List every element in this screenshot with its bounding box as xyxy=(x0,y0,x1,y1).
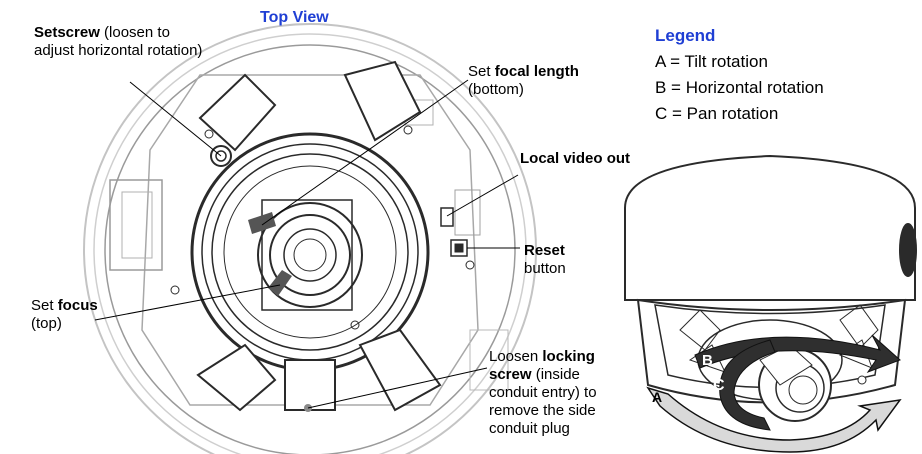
video-label-bold: Local video out xyxy=(520,150,631,167)
top-view-title: Top View xyxy=(260,9,329,26)
focus-label: Set focus(top) xyxy=(31,297,121,333)
top-view-drawing xyxy=(83,23,537,454)
focal-length-label: Set focal length (bottom) xyxy=(468,63,618,99)
locking-label-pre: Loosen xyxy=(489,348,543,365)
locking-label-post: (inside conduit entry) to remove the sid… xyxy=(489,366,597,437)
focus-label-pre: Set xyxy=(31,297,58,314)
arrow-label-c: C xyxy=(713,377,725,394)
leader-lines xyxy=(94,79,520,409)
setscrew-label: Setscrew (loosen to adjust horizontal ro… xyxy=(34,24,214,60)
focus-ring-band xyxy=(268,270,292,296)
tilt-rotation-arrow xyxy=(646,386,902,453)
focal-label-bold: focal length xyxy=(494,63,579,80)
arrow-label-b: B xyxy=(702,352,713,369)
focus-label-post: (top) xyxy=(31,315,62,332)
locking-label-bold: locking screw xyxy=(489,348,595,383)
reset-label-bold: Reset xyxy=(524,242,565,259)
setscrew-label-rest: (loosen to adjust horizontal rotation) xyxy=(34,24,203,59)
local-video-out-label: Local video out xyxy=(520,150,630,168)
legend-item-b: B = Horizontal rotation xyxy=(655,78,824,97)
pan-rotation-arrow xyxy=(719,339,776,431)
focal-label-post: (bottom) xyxy=(468,81,524,98)
focal-label-pre: Set xyxy=(468,63,495,80)
legend-item-c: C = Pan rotation xyxy=(655,104,779,123)
legend-title: Legend xyxy=(655,26,716,45)
focal-ring-band xyxy=(248,212,276,234)
focus-label-bold: focus xyxy=(57,297,98,314)
dome-camera-drawing xyxy=(624,154,917,422)
reset-label-post: button xyxy=(524,260,566,277)
legend-item-a: A = Tilt rotation xyxy=(655,52,768,71)
arrow-label-a: A xyxy=(652,389,662,405)
setscrew-label-bold: Setscrew xyxy=(34,24,100,41)
locking-screw-label: Loosen locking screw (inside conduit ent… xyxy=(489,348,604,438)
